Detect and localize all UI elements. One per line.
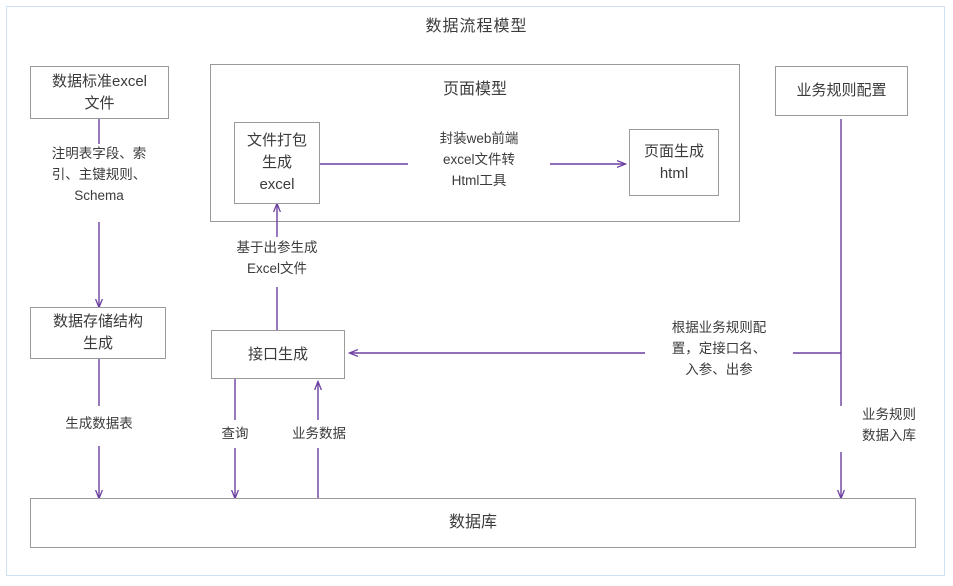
edge-label-query: 查询 [205, 424, 265, 445]
edge-label-by-business-rule: 根据业务规则配 置，定接口名、 入参、出参 [645, 318, 793, 381]
edge-label-generate-data-table: 生成数据表 [39, 414, 159, 435]
node-data-storage-structure[interactable]: 数据存储结构 生成 [30, 307, 166, 359]
outer-frame [6, 6, 945, 576]
group-page-model [210, 64, 740, 222]
edge-label-business-data: 业务数据 [280, 424, 358, 445]
edge-label-excel-from-output: 基于出参生成 Excel文件 [203, 238, 351, 280]
group-page-model-title: 页面模型 [442, 81, 507, 98]
node-business-rule-config[interactable]: 业务规则配置 [775, 66, 908, 116]
page-title: 数据流程模型 [425, 18, 528, 35]
node-data-standard-excel[interactable]: 数据标准excel 文件 [30, 66, 169, 119]
edge-label-business-rule-storage: 业务规则 数据入库 [853, 405, 925, 447]
node-file-package-excel[interactable]: 文件打包 生成 excel [234, 122, 320, 204]
edge-label-web-front-tool: 封装web前端 excel文件转 Html工具 [408, 129, 550, 192]
node-page-generate-html[interactable]: 页面生成 html [629, 129, 719, 196]
node-interface-generate[interactable]: 接口生成 [211, 330, 345, 379]
edge-label-schema-note: 注明表字段、索 引、主键规则、 Schema [24, 144, 174, 207]
node-database[interactable]: 数据库 [30, 498, 916, 548]
